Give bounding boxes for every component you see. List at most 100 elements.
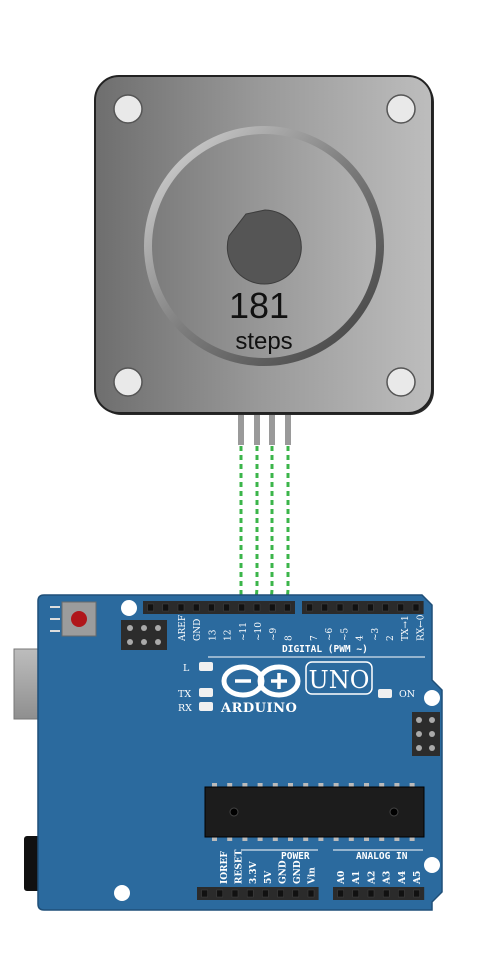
- power-header-socket[interactable]: [262, 889, 269, 898]
- digital-header-left-socket[interactable]: [253, 603, 261, 612]
- motor-pin: [269, 415, 275, 445]
- power-header-socket[interactable]: [307, 889, 315, 898]
- l-led: [199, 662, 213, 671]
- digital-header-left-socket[interactable]: [177, 603, 185, 612]
- chip-pin: [318, 836, 324, 841]
- chip-pin: [394, 836, 400, 841]
- chip-pin: [242, 836, 248, 841]
- analog-label: ANALOG IN: [356, 851, 408, 862]
- power-header-socket[interactable]: [201, 889, 208, 898]
- chip-body: [204, 786, 425, 838]
- chip-pin: [318, 783, 324, 788]
- mount-hole-icon: [424, 690, 440, 706]
- wires: [239, 446, 290, 603]
- tx-led-label: TX: [178, 689, 191, 700]
- chip-pin: [288, 783, 293, 788]
- chip-pin: [227, 783, 233, 788]
- chip-pin: [364, 783, 369, 788]
- stepper-motor: 181 steps: [94, 75, 434, 445]
- digital-pin-label: ~11: [239, 622, 249, 641]
- digital-header-right-socket[interactable]: [412, 603, 420, 612]
- chip-pin: [242, 783, 248, 788]
- chip-pin: [272, 836, 278, 841]
- digital-pin-label: ~3: [371, 627, 381, 641]
- power-pin-label: RESET: [235, 849, 245, 884]
- digital-header-label: DIGITAL (PWM ~): [282, 644, 368, 655]
- digital-pin-label: AREF: [178, 615, 188, 642]
- chip-pin: [272, 783, 278, 788]
- mount-hole-icon: [424, 857, 440, 873]
- chip-pin: [409, 836, 415, 841]
- digital-header-left-socket[interactable]: [208, 603, 215, 612]
- power-header-socket[interactable]: [216, 889, 224, 898]
- icsp-header: [121, 620, 167, 650]
- digital-pin-label: 12: [224, 630, 234, 641]
- chip-pin: [348, 836, 354, 841]
- motor-pin: [254, 415, 260, 445]
- digital-pin-label: 7: [310, 635, 320, 641]
- motor-pin: [238, 415, 244, 445]
- power-pin-label: 5V: [264, 870, 274, 884]
- chip-pin: [303, 836, 309, 841]
- digital-header-left-socket[interactable]: [284, 603, 291, 612]
- digital-pin-label: 13: [208, 629, 218, 641]
- digital-pin-label: 8: [284, 635, 294, 641]
- analog-header-socket[interactable]: [367, 889, 375, 898]
- power-pin-label: IOREF: [220, 851, 230, 884]
- analog-pin-label: A5: [413, 871, 423, 885]
- on-led: [378, 689, 392, 698]
- atmega-chip: [204, 783, 425, 841]
- chip-pin: [303, 783, 309, 788]
- analog-header-socket[interactable]: [398, 889, 405, 898]
- analog-pin-label: A2: [367, 871, 377, 885]
- chip-pin: [409, 783, 415, 788]
- digital-header-left-socket[interactable]: [268, 603, 276, 612]
- analog-pin-label: A1: [352, 871, 362, 885]
- chip-pin: [257, 836, 263, 841]
- power-header-socket[interactable]: [277, 889, 284, 898]
- screw-hole-icon: [113, 367, 143, 397]
- chip-pin: [212, 783, 217, 788]
- chip-pin: [379, 783, 385, 788]
- digital-header-right-socket[interactable]: [397, 603, 405, 612]
- screw-hole-icon: [386, 94, 416, 124]
- chip-pin: [333, 783, 339, 788]
- analog-header-body: [333, 887, 425, 900]
- power-header-socket[interactable]: [292, 889, 300, 898]
- rx-led-label: RX: [178, 703, 192, 714]
- analog-header-socket[interactable]: [352, 889, 360, 898]
- chip-pin: [212, 836, 217, 841]
- analog-header-socket[interactable]: [413, 889, 420, 898]
- power-header-socket[interactable]: [231, 889, 239, 898]
- screw-hole-icon: [113, 94, 143, 124]
- digital-header-right-socket[interactable]: [367, 603, 374, 612]
- digital-header-right-socket[interactable]: [306, 603, 313, 612]
- arduino-logo-icon: [221, 664, 301, 698]
- screw-hole-icon: [386, 367, 416, 397]
- digital-pin-label: RX←0: [416, 614, 426, 641]
- digital-pin-label: ~5: [340, 627, 350, 641]
- analog-header-socket[interactable]: [337, 889, 344, 898]
- digital-header-left-socket[interactable]: [238, 603, 246, 612]
- analog-header: [333, 887, 425, 900]
- digital-header-left-socket[interactable]: [192, 603, 200, 612]
- digital-header-left-socket[interactable]: [223, 603, 230, 612]
- rx-led: [199, 702, 213, 711]
- digital-header-right-socket[interactable]: [321, 603, 329, 612]
- analog-header-socket[interactable]: [382, 889, 390, 898]
- digital-pin-label: 2: [386, 635, 396, 641]
- reset-button-cap[interactable]: [71, 611, 87, 627]
- power-header-socket[interactable]: [246, 889, 254, 898]
- analog-pin-label: A3: [383, 871, 393, 885]
- digital-header-right-socket[interactable]: [351, 603, 359, 612]
- chip-pin: [288, 836, 293, 841]
- digital-header-right-socket[interactable]: [382, 603, 389, 612]
- digital-header-left-socket[interactable]: [162, 603, 170, 612]
- digital-header-right-socket[interactable]: [336, 603, 344, 612]
- power-pin-label: GND: [278, 860, 288, 884]
- icsp-header-body: [121, 620, 167, 650]
- digital-header-left-socket[interactable]: [147, 603, 154, 612]
